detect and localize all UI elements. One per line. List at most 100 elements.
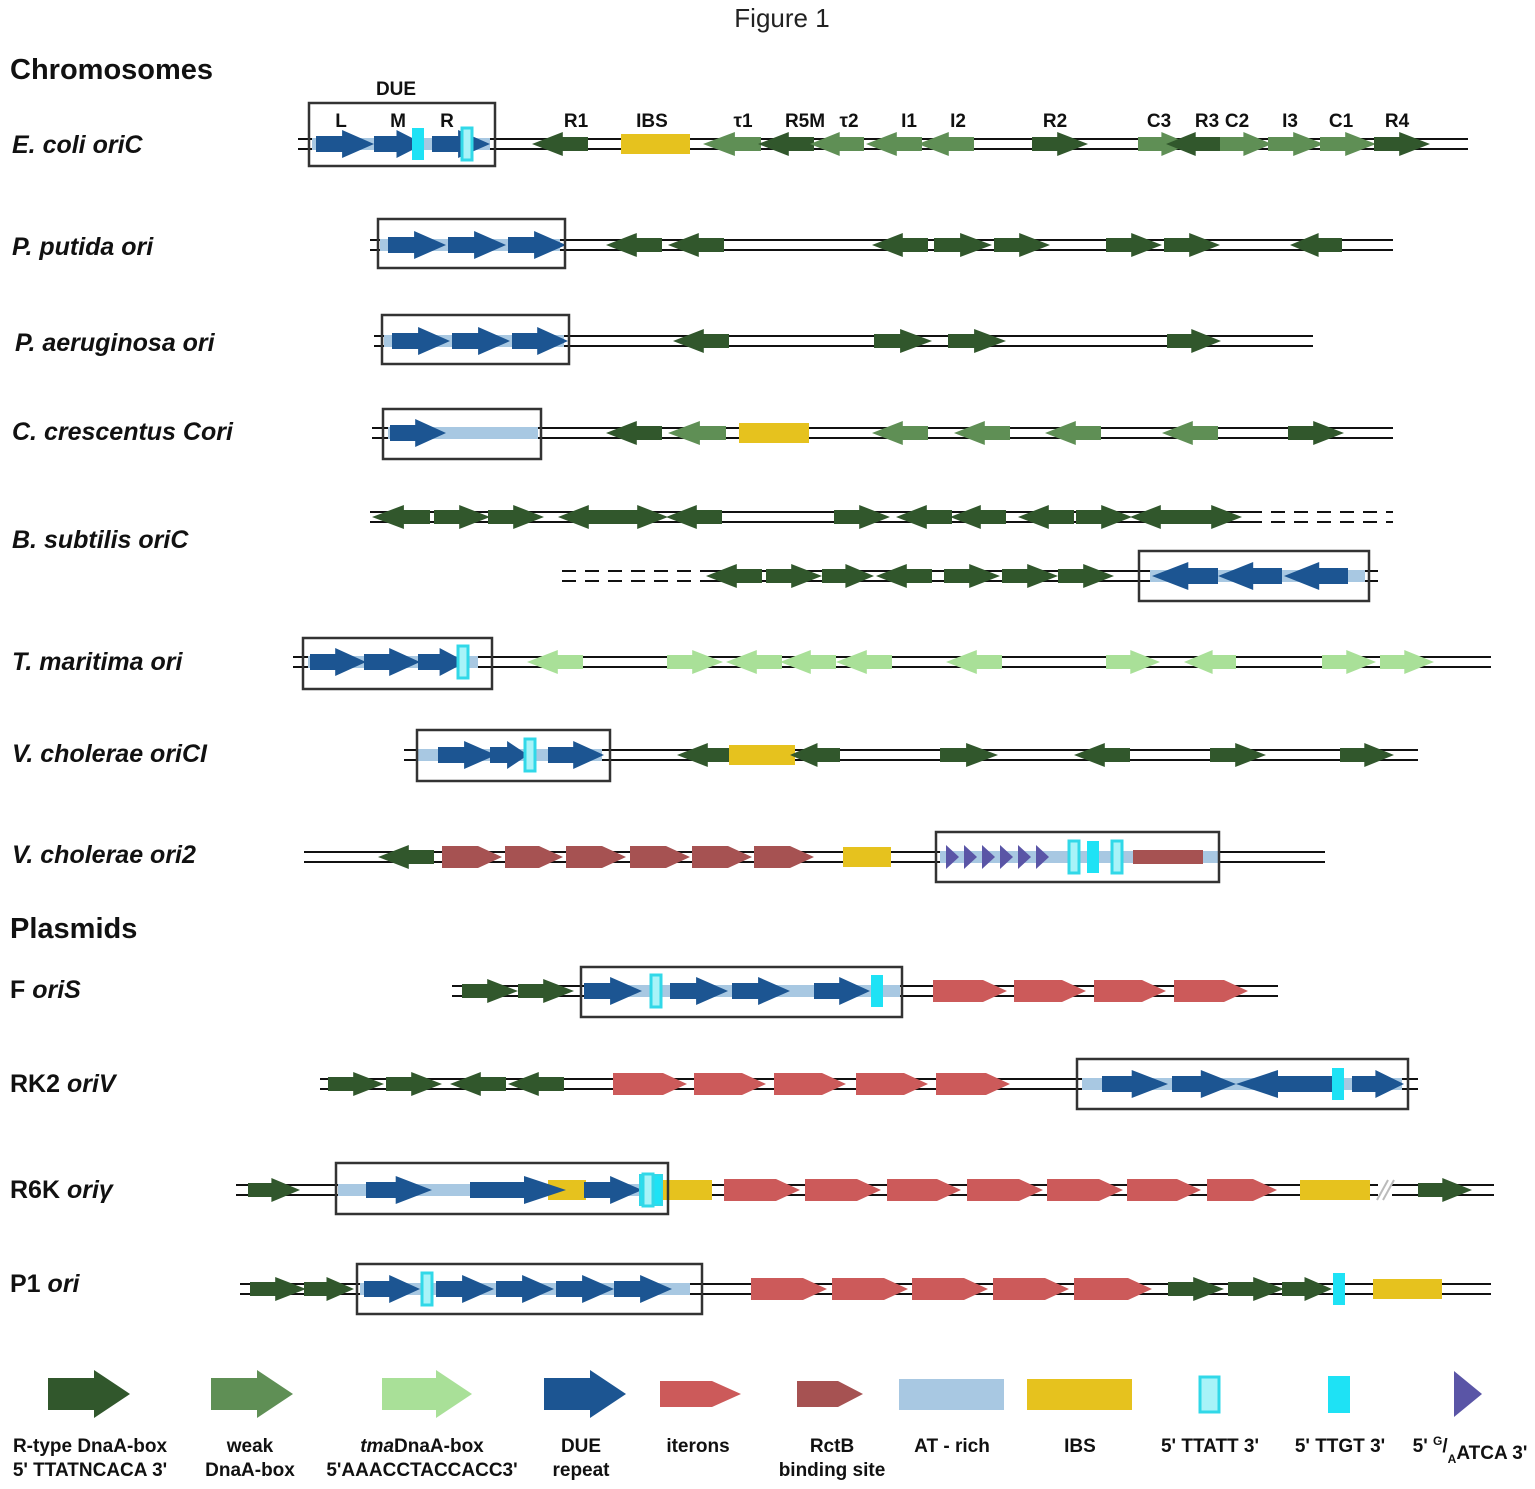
origin-label-ccrescentus: C. crescentus Cori — [12, 418, 234, 446]
site-label: R4 — [1385, 111, 1410, 132]
rctb-binding-site — [505, 846, 563, 868]
site-label: τ2 — [839, 111, 858, 132]
due-repeat — [364, 1275, 420, 1303]
ibs-site — [621, 134, 690, 154]
weak-dnaa-box — [1162, 421, 1218, 445]
rtype-dnaa-box — [462, 979, 518, 1003]
legend-label: RctB — [810, 1436, 854, 1457]
rtype-dnaa-box — [677, 743, 733, 767]
tma-dnaa-box — [527, 650, 583, 674]
legend-rctb-icon — [797, 1381, 863, 1407]
site-label: I2 — [950, 111, 966, 132]
legend-label-line2: DnaA-box — [205, 1460, 295, 1481]
origin-label-bsubtilis: B. subtilis oriC — [12, 526, 189, 554]
rtype-dnaa-box — [1166, 132, 1220, 156]
legend-label-line2: 5'AAACCTACCACC3' — [326, 1460, 517, 1481]
site-label: C1 — [1329, 111, 1354, 132]
rtype-dnaa-box — [1164, 233, 1220, 257]
origin-label-p1-ori: P1 ori — [10, 1270, 81, 1298]
tma-dnaa-box — [946, 650, 1002, 674]
due-repeat — [470, 1176, 566, 1204]
iteron — [724, 1179, 800, 1201]
rtype-dnaa-box — [606, 421, 662, 445]
plasmids-heading: Plasmids — [10, 913, 137, 945]
origin-tracks — [236, 101, 1494, 1316]
rtype-dnaa-box — [874, 329, 932, 353]
rtype-dnaa-box — [434, 505, 490, 529]
due-repeat — [614, 1275, 672, 1303]
rtype-dnaa-box — [673, 329, 729, 353]
break-mark — [1376, 1179, 1389, 1201]
ecoli-site-labels: DUE L M R R1 IBS τ1 R5M τ2 I1 I2 R2 C3 R… — [335, 79, 1409, 132]
ttatt-motif — [420, 1271, 434, 1307]
due-box — [376, 217, 567, 270]
origin-label-paeruginosa: P. aeruginosa ori — [15, 329, 216, 357]
rtype-dnaa-box — [822, 564, 874, 588]
tma-dnaa-box — [1184, 650, 1236, 674]
due-repeat — [556, 1275, 614, 1303]
due-repeat — [366, 1176, 432, 1204]
tma-dnaa-box — [1322, 650, 1376, 674]
legend-label: DUE — [561, 1436, 601, 1457]
weak-dnaa-box — [918, 132, 974, 156]
rtype-dnaa-box — [1168, 1277, 1224, 1301]
rtype-dnaa-box — [1290, 233, 1342, 257]
due-repeat — [374, 130, 424, 158]
rtype-dnaa-box — [248, 1178, 300, 1202]
weak-dnaa-box — [866, 132, 922, 156]
iteron — [912, 1278, 988, 1300]
due-repeat — [1316, 1076, 1334, 1092]
legend-iteron-icon — [660, 1381, 741, 1407]
rtype-dnaa-box — [1186, 505, 1242, 529]
gaatca-motif — [1036, 845, 1049, 869]
rtype-dnaa-box — [558, 505, 614, 529]
rtype-dnaa-box — [606, 233, 662, 257]
due-repeat — [1102, 1070, 1168, 1098]
site-label: DUE — [376, 79, 416, 100]
rtype-dnaa-box — [378, 845, 434, 869]
legend-gaatca-icon — [1454, 1371, 1482, 1417]
rtype-dnaa-box — [666, 505, 722, 529]
tma-dnaa-box — [726, 650, 782, 674]
ttgt-motif — [412, 128, 424, 160]
ttatt-motif — [649, 973, 663, 1009]
legend-label: iterons — [666, 1436, 729, 1457]
due-repeat — [1352, 1070, 1404, 1098]
rtype-dnaa-box — [876, 564, 932, 588]
rtype-dnaa-box — [766, 564, 822, 588]
rtype-dnaa-box — [758, 132, 814, 156]
weak-dnaa-box — [1138, 132, 1190, 156]
due-repeat — [438, 741, 496, 769]
rtype-dnaa-box — [1076, 505, 1132, 529]
legend-ttgt-icon — [1328, 1376, 1350, 1413]
rtype-dnaa-box — [1074, 743, 1130, 767]
iteron — [1127, 1179, 1201, 1201]
origin-label-rk2-oriv: RK2 oriV — [10, 1070, 118, 1098]
gaatca-motif — [946, 845, 959, 869]
legend-label: R-type DnaA-box — [13, 1436, 168, 1457]
rtype-dnaa-box — [304, 1277, 354, 1301]
ttatt-motif — [456, 644, 470, 680]
rctb-binding-site — [1133, 850, 1203, 864]
rtype-dnaa-box — [1032, 132, 1088, 156]
iteron — [933, 980, 1007, 1002]
iteron — [832, 1278, 908, 1300]
rtype-dnaa-box — [518, 979, 574, 1003]
ttgt-motif — [1333, 1273, 1345, 1305]
legend-label: 5' TTGT 3' — [1295, 1436, 1385, 1457]
site-label: R5M — [785, 111, 825, 132]
rtype-dnaa-box — [1058, 564, 1114, 588]
rtype-dnaa-box — [706, 564, 762, 588]
iteron — [887, 1179, 961, 1201]
rtype-dnaa-box — [872, 233, 928, 257]
ibs-site — [729, 745, 795, 765]
due-repeat — [584, 1176, 642, 1204]
rtype-dnaa-box — [488, 505, 544, 529]
due-repeat — [548, 741, 604, 769]
site-label: R — [440, 111, 454, 132]
legend-label: 5' TTATT 3' — [1161, 1436, 1259, 1457]
legend-label-line2: 5' TTATNCACA 3' — [13, 1460, 167, 1481]
rtype-dnaa-box — [790, 743, 840, 767]
iteron — [1074, 1278, 1152, 1300]
